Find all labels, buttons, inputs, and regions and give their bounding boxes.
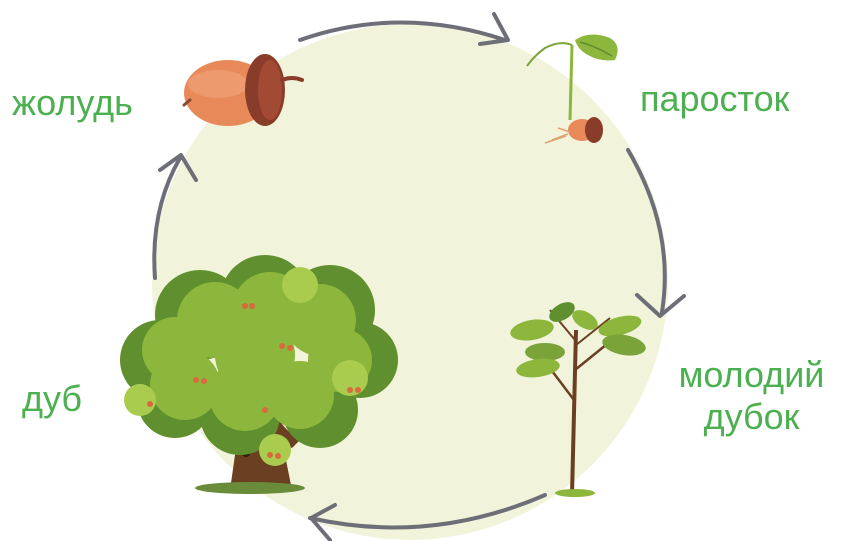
oak-tree-icon: [120, 255, 398, 494]
cycle-arrows: [152, 12, 686, 541]
cycle-arrow-icon: [152, 156, 182, 280]
stage-label-young-oak-line1: молодий: [678, 354, 825, 395]
acorn-icon: [182, 54, 304, 126]
arrowhead-icon: [309, 503, 337, 541]
arrowhead-icon: [635, 293, 686, 318]
cycle-arrow-icon: [298, 20, 507, 42]
cycle-arrow-icon: [308, 493, 547, 530]
arrowhead-icon: [478, 12, 510, 46]
acorn-cluster: [147, 303, 361, 459]
young-oak-icon: [510, 302, 646, 497]
arrowhead-icon: [158, 153, 198, 182]
sprout-icon: [526, 34, 618, 144]
stage-label-sprout: паросток: [640, 78, 790, 119]
stage-label-young-oak-line2: дубок: [703, 396, 800, 437]
cycle-arrow-icon: [626, 148, 667, 314]
stage-label-oak: дуб: [22, 378, 83, 419]
stage-label-acorn: жолудь: [12, 82, 133, 123]
stage-label-young-oak: молодий дубок: [664, 354, 839, 438]
